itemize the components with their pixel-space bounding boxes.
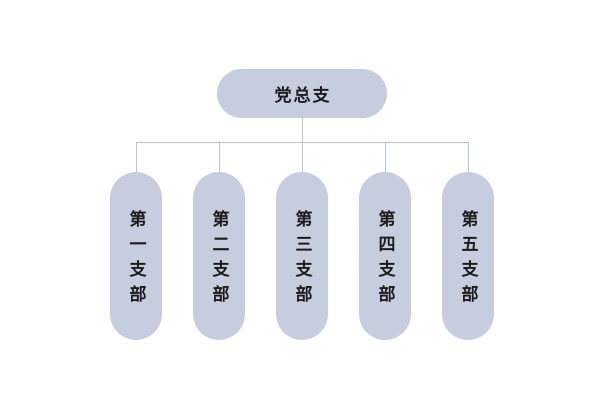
org-node-root-label: 党总支 <box>274 86 332 105</box>
org-node-branch-1: 第一支部 <box>110 172 162 340</box>
org-node-branch-3: 第三支部 <box>276 172 328 340</box>
org-node-branch-1-label: 第一支部 <box>126 210 146 310</box>
org-node-root: 党总支 <box>217 69 387 118</box>
org-node-branch-5-label: 第五支部 <box>458 210 478 310</box>
org-node-branch-4: 第四支部 <box>359 172 411 340</box>
connector-root-stub <box>302 118 303 142</box>
connector-drop-4 <box>385 142 386 172</box>
connector-drop-2 <box>219 142 220 172</box>
org-node-branch-2: 第二支部 <box>193 172 245 340</box>
connector-drop-5 <box>468 142 469 172</box>
org-node-branch-2-label: 第二支部 <box>209 210 229 310</box>
org-node-branch-5: 第五支部 <box>442 172 494 340</box>
org-node-branch-3-label: 第三支部 <box>292 210 312 310</box>
connector-drop-1 <box>136 142 137 172</box>
connector-drop-3 <box>302 142 303 172</box>
org-node-branch-4-label: 第四支部 <box>375 210 395 310</box>
